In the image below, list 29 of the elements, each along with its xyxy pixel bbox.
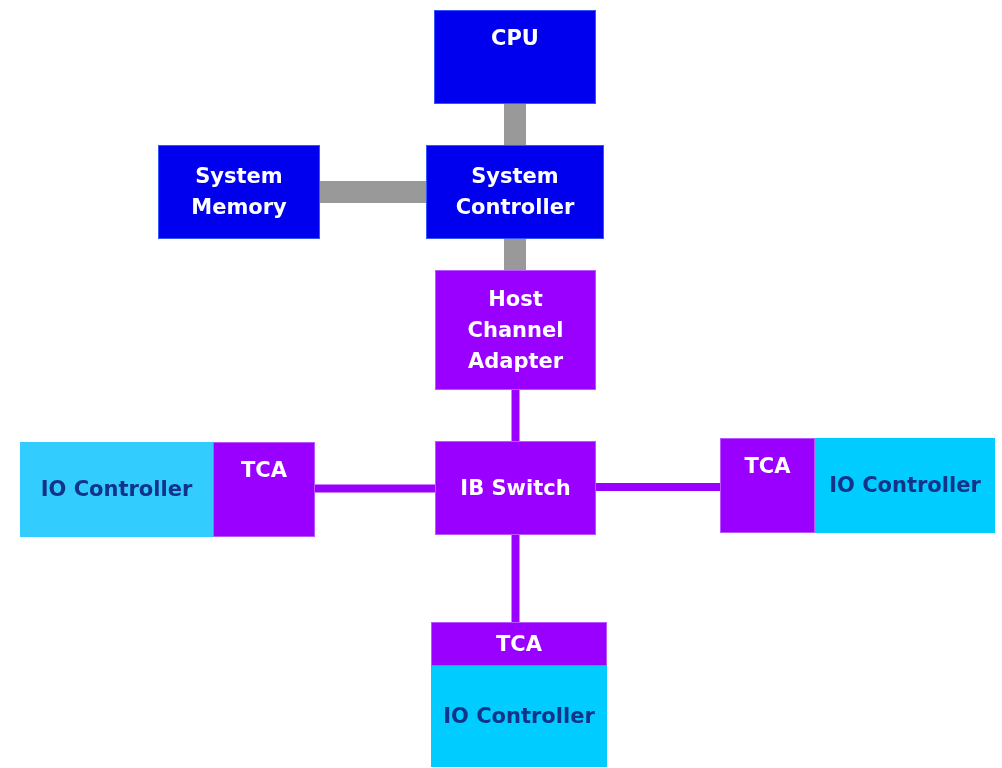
box-label: IO Controller: [828, 472, 982, 499]
box-label: System Memory: [190, 163, 288, 221]
tca-box: [213, 442, 315, 537]
switch-box: [435, 441, 596, 535]
link-connector: [511, 535, 520, 622]
controller-box: [426, 145, 604, 239]
box-label: IO Controller: [442, 703, 596, 730]
io-controller-box: [20, 442, 213, 537]
processor-box: [434, 10, 596, 104]
box-label: Host Channel Adapter: [466, 285, 565, 375]
bus-connector: [504, 239, 526, 270]
link-connector: [596, 483, 720, 491]
tca-box: [720, 438, 815, 533]
box-label: CPU: [490, 25, 540, 52]
tca-box: [431, 622, 607, 666]
bus-connector: [320, 181, 426, 203]
box-label: IO Controller: [39, 476, 194, 503]
bus-connector: [504, 104, 526, 145]
memory-box: [158, 145, 320, 239]
io-controller-box: [431, 666, 607, 767]
box-label: System Controller: [454, 163, 576, 221]
box-label: IB Switch: [459, 474, 572, 502]
box-label: TCA: [495, 630, 543, 658]
adapter-box: [435, 270, 596, 390]
link-connector: [315, 484, 435, 493]
io-controller-box: [815, 438, 995, 533]
link-connector: [511, 390, 520, 441]
box-label: TCA: [743, 453, 792, 480]
box-label: TCA: [240, 457, 288, 484]
